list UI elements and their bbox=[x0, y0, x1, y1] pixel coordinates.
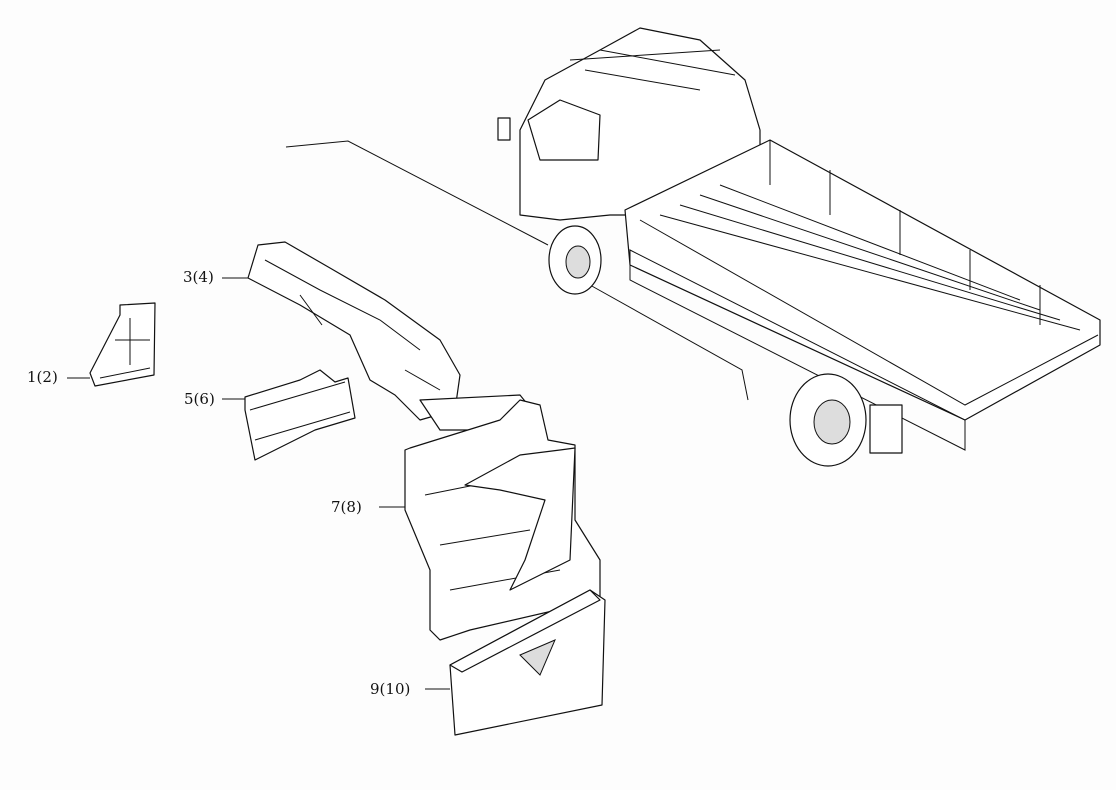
part-label-3: 3(4) bbox=[183, 268, 214, 286]
part-label-7: 7(8) bbox=[331, 498, 362, 516]
leader-line-rear bbox=[589, 284, 749, 401]
truck-illustration bbox=[497, 27, 1101, 467]
part-label-5: 5(6) bbox=[184, 390, 215, 408]
leader-line-front bbox=[285, 140, 549, 246]
part-label-1: 1(2) bbox=[27, 368, 58, 386]
part-1-bracket bbox=[89, 302, 156, 387]
part-3-rail bbox=[247, 241, 461, 421]
part-5-plate bbox=[244, 369, 356, 461]
part-label-9: 9(10) bbox=[370, 680, 411, 698]
